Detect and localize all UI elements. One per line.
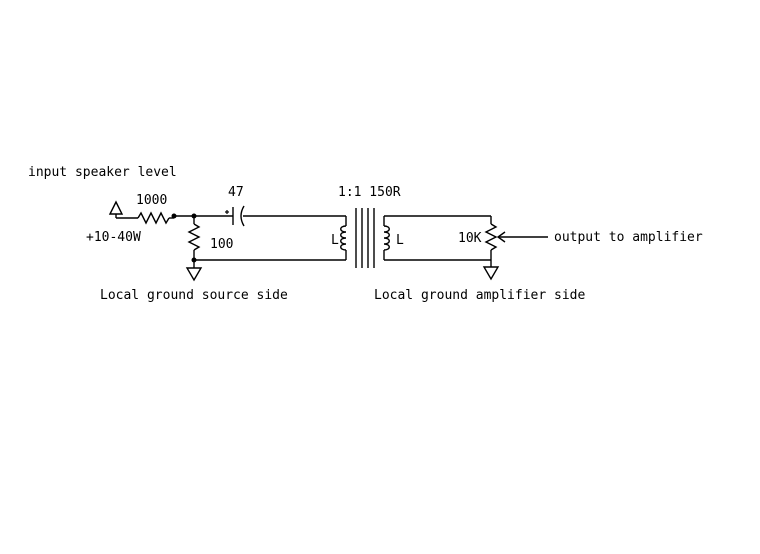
series-resistor-label: 1000 [136,193,167,208]
potentiometer-label: 10K [458,231,482,246]
capacitor [225,205,346,227]
series-resistor [116,211,174,225]
primary-inductor [340,216,347,260]
primary-inductor-label: L [331,233,339,248]
transformer-core [355,208,375,268]
shunt-resistor-label: 100 [210,237,233,252]
output-label: output to amplifier [554,230,703,245]
wiper-arrow-icon [496,231,548,243]
transformer-label: 1:1 150R [338,185,401,200]
shunt-resistor [187,216,201,260]
ground-source-label: Local ground source side [100,288,288,303]
capacitor-label: 47 [228,185,244,200]
ground-icon [185,260,203,282]
ground-amplifier-label: Local ground amplifier side [374,288,585,303]
secondary-inductor [383,216,390,260]
secondary-inductor-label: L [396,233,404,248]
input-terminal-icon [108,200,124,218]
ground-icon [482,260,500,281]
input-title-label: input speaker level [28,165,177,180]
potentiometer [484,216,498,260]
input-rating-label: +10-40W [86,230,141,245]
